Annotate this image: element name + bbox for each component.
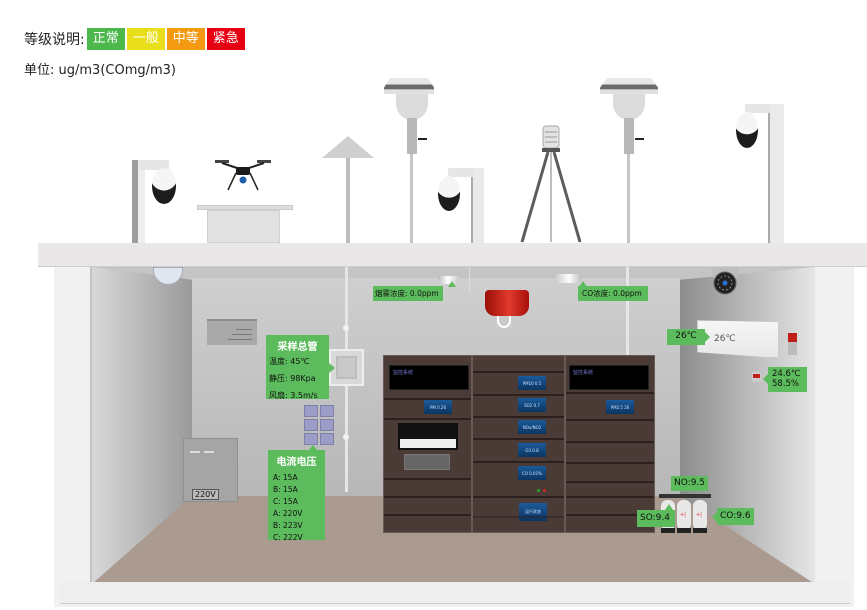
- tag-pointer: [579, 281, 587, 287]
- ups-unit[interactable]: 220V: [183, 438, 238, 502]
- status-led-green: [537, 489, 540, 492]
- level-medium: 中等: [166, 28, 205, 50]
- keyboard: [404, 454, 450, 470]
- sampling-fan-speed: 风扇: 3.5m/s: [269, 391, 318, 400]
- sampling-temperature: 温度: 45℃: [269, 357, 310, 366]
- temp-humidity-tag: 24.6℃ 58.5%: [763, 367, 807, 392]
- air-sensor-box-2: [635, 138, 644, 150]
- air-sensor-body-2: [624, 118, 634, 154]
- level-legend: 等级说明: 正常 一般 中等 紧急: [24, 28, 247, 50]
- pipe-joint: [343, 434, 349, 440]
- unit-label: 单位: ug/m3(COmg/m3): [24, 63, 177, 78]
- instrument-display: [398, 423, 458, 450]
- air-sensor-head-1[interactable]: [396, 94, 428, 120]
- tag-pointer: [705, 332, 710, 342]
- current-voltage-title: 电流电压: [276, 457, 317, 468]
- rain-sensor-pole: [346, 158, 350, 243]
- pipe-right: [626, 267, 629, 357]
- pipe-joint: [343, 325, 349, 331]
- camera-arm-right: [745, 104, 771, 113]
- cabinet-left-panel: PM 0.26: [424, 400, 452, 414]
- svg-text:+|: +|: [696, 512, 702, 518]
- analyzer-panel: CO 0.01%: [518, 466, 546, 480]
- room-temperature: 24.6℃: [772, 369, 801, 379]
- analyzer-panel: NOx/NO2: [518, 420, 546, 434]
- ac-display: 26℃: [714, 334, 736, 344]
- legend-title: 等级说明:: [24, 32, 85, 48]
- solar-panel-icon: [384, 78, 434, 94]
- sampling-pipe-title: 采样总管: [277, 342, 318, 353]
- level-normal: 正常: [86, 28, 125, 50]
- ptz-camera-icon[interactable]: [736, 112, 758, 148]
- cabinet-left-screen: 监控系统: [389, 365, 469, 390]
- so-concentration-tag: SO:9.4: [637, 510, 675, 527]
- current-voltage-tag: 电流电压 A: 15A B: 15A C: 15A A: 220V B: 223…: [268, 445, 325, 542]
- analyzer-panel: SO2 0.7: [518, 398, 546, 412]
- co-concentration-tag: CO浓度: 0.0ppm: [578, 286, 648, 301]
- ups-voltage-label: 220V: [192, 489, 219, 500]
- rain-shield-icon: [322, 136, 374, 158]
- camera-pole-left-face: [138, 160, 145, 243]
- wall-vent: [207, 319, 257, 345]
- fire-extinguisher-ball-icon[interactable]: [485, 290, 529, 316]
- weather-station-icon[interactable]: [516, 124, 586, 244]
- co-detector-icon[interactable]: [556, 274, 582, 283]
- air-sensor-pole-2: [627, 154, 630, 243]
- phase-c-voltage: C: 222V: [273, 533, 303, 542]
- ac-temperature-tag: 26℃: [667, 329, 705, 345]
- camera-pole-left: [132, 160, 139, 243]
- air-sensor-box-1: [418, 138, 427, 150]
- cabinet-right[interactable]: 监控系统 PM2.5 26: [565, 355, 655, 533]
- tag-pointer: [665, 504, 673, 510]
- analyzer-panel: 运行状态: [519, 503, 547, 521]
- air-sensor-pole-1: [410, 154, 413, 243]
- analyzer-panel: PM10 0.5: [518, 376, 546, 390]
- level-urgent: 紧急: [206, 28, 245, 50]
- tag-pointer: [712, 512, 717, 522]
- phase-b-voltage: B: 223V: [273, 521, 303, 530]
- drone-hangar: [207, 210, 280, 243]
- room-humidity: 58.5%: [772, 379, 800, 389]
- cabinet-right-panel: PM2.5 26: [606, 400, 634, 414]
- tag-pointer: [448, 281, 456, 287]
- no-concentration-tag: NO:9.5: [671, 476, 708, 491]
- filter-panel-grid: [304, 405, 334, 445]
- camera-arm-left: [139, 160, 169, 170]
- solar-panel-icon: [600, 78, 658, 94]
- air-sensor-head-2[interactable]: [613, 94, 645, 120]
- ptz-camera-icon[interactable]: [438, 176, 460, 211]
- phase-a-current: A: 15A: [273, 473, 298, 482]
- cabinet-right-screen: 监控系统: [569, 365, 649, 390]
- status-led-red: [543, 489, 546, 492]
- smoke-detector-icon[interactable]: [438, 276, 458, 284]
- dome-camera-right-icon[interactable]: [710, 268, 740, 296]
- temp-humidity-sensor-icon[interactable]: [752, 372, 761, 382]
- fire-nozzle: [497, 316, 511, 328]
- phase-a-voltage: A: 220V: [273, 509, 303, 518]
- ac-controller[interactable]: [788, 333, 797, 355]
- alarm-cord: [469, 267, 470, 292]
- smoke-concentration-tag: 烟雾浓度: 0.0ppm: [373, 286, 443, 301]
- ptz-camera-icon[interactable]: [152, 168, 176, 204]
- building-base: [60, 582, 850, 604]
- camera-arm-middle: [448, 168, 474, 177]
- camera-pole-right: [768, 104, 784, 243]
- cabinet-middle[interactable]: PM10 0.5 SO2 0.7 NOx/NO2 O3 0.8 CO 0.01%…: [472, 355, 565, 533]
- camera-pole-middle: [471, 168, 484, 243]
- phase-b-current: B: 15A: [273, 485, 298, 494]
- sampling-pipe-tag: 采样总管 温度: 45℃ 静压: 98Kpa 风扇: 3.5m/s: [266, 335, 335, 400]
- analyzer-panel: O3 0.8: [518, 443, 546, 457]
- level-general: 一般: [126, 28, 165, 50]
- air-sensor-body-1: [407, 118, 417, 154]
- building-roof: [38, 243, 867, 267]
- sampling-static-pressure: 静压: 98Kpa: [269, 374, 316, 383]
- co-cylinder-tag: CO:9.6: [717, 508, 754, 525]
- svg-text:+|: +|: [680, 512, 686, 518]
- cabinet-left[interactable]: 监控系统 PM 0.26: [383, 355, 472, 533]
- phase-c-current: C: 15A: [273, 497, 298, 506]
- drone-icon[interactable]: [212, 158, 274, 192]
- drone-platform-top: [197, 205, 293, 210]
